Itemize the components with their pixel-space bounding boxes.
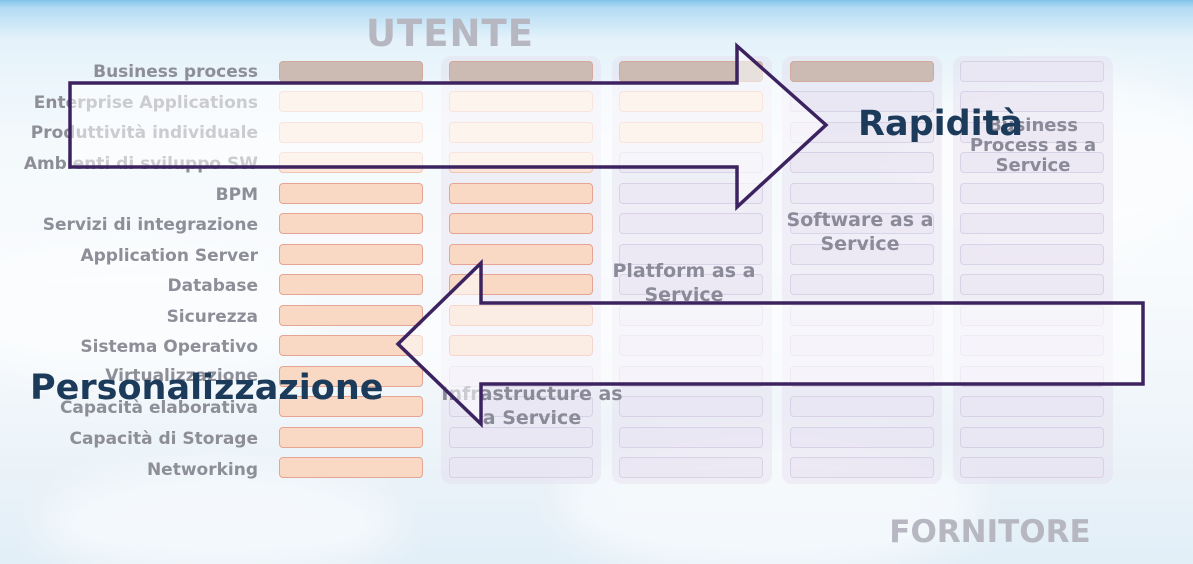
layer-cell — [449, 244, 593, 265]
layer-cell — [619, 396, 763, 417]
layer-cell — [790, 152, 934, 173]
layer-cell — [960, 213, 1104, 234]
layer-cell — [279, 366, 423, 387]
layer-cell — [790, 427, 934, 448]
layer-cell — [279, 427, 423, 448]
layer-cell — [449, 427, 593, 448]
layer-label: Business process — [93, 62, 258, 82]
cloud — [560, 430, 980, 564]
layer-cell — [960, 183, 1104, 204]
layer-label: Sistema Operativo — [80, 337, 258, 357]
layer-label: Capacità elaborativa — [59, 398, 258, 418]
cloud — [0, 250, 320, 390]
layer-cell — [960, 244, 1104, 265]
layer-cell — [619, 274, 763, 295]
layer-label: Database — [167, 276, 258, 296]
layer-cell — [279, 274, 423, 295]
layer-cell — [619, 213, 763, 234]
layer-cell — [960, 274, 1104, 295]
layer-cell — [790, 274, 934, 295]
layer-label: Servizi di integrazione — [42, 215, 258, 235]
cloud — [40, 470, 400, 564]
layer-cell — [279, 213, 423, 234]
layer-label: Networking — [146, 460, 258, 480]
layer-cell — [960, 61, 1104, 82]
utente-title: UTENTE — [365, 12, 535, 55]
layer-cell — [960, 91, 1104, 112]
rapidita-label: Rapidità — [858, 104, 1024, 144]
layer-cell — [449, 457, 593, 478]
layer-label: Capacità di Storage — [69, 429, 258, 449]
layer-cell — [790, 213, 934, 234]
layer-cell — [279, 457, 423, 478]
layer-cell — [279, 305, 423, 326]
layer-cell — [619, 183, 763, 204]
bpaas-label: Business Process as a Service — [969, 115, 1097, 176]
layer-cell — [449, 213, 593, 234]
right-arrow-icon — [68, 42, 829, 211]
layer-cell — [619, 457, 763, 478]
personalizzazione-label: Personalizzazione — [30, 368, 384, 408]
layer-cell — [790, 244, 934, 265]
saas-label: Software as a Service — [786, 209, 934, 255]
fornitore-title: FORNITORE — [889, 514, 1091, 550]
layer-cell — [960, 457, 1104, 478]
iaas-label: Infrastructure as a Service — [441, 383, 623, 429]
layer-label: Application Server — [80, 246, 258, 266]
layer-cell — [449, 274, 593, 295]
layer-cell — [790, 61, 934, 82]
layer-label: Sicurezza — [166, 307, 258, 327]
layer-cell — [790, 457, 934, 478]
left-arrow-icon — [395, 258, 1145, 429]
layer-cell — [279, 396, 423, 417]
layer-label: BPM — [215, 185, 258, 205]
layer-cell — [279, 244, 423, 265]
layer-cell — [449, 396, 593, 417]
layer-cell — [960, 122, 1104, 143]
layer-cell — [790, 396, 934, 417]
layer-cell — [619, 244, 763, 265]
layer-cell — [449, 183, 593, 204]
layer-cell — [960, 396, 1104, 417]
paas-label: Platform as a Service — [612, 260, 756, 306]
layer-cell — [279, 183, 423, 204]
layer-cell — [960, 152, 1104, 173]
layer-cell — [790, 183, 934, 204]
layer-label: Virtualizzazione — [105, 366, 258, 386]
layer-cell — [960, 427, 1104, 448]
layer-cell — [619, 427, 763, 448]
